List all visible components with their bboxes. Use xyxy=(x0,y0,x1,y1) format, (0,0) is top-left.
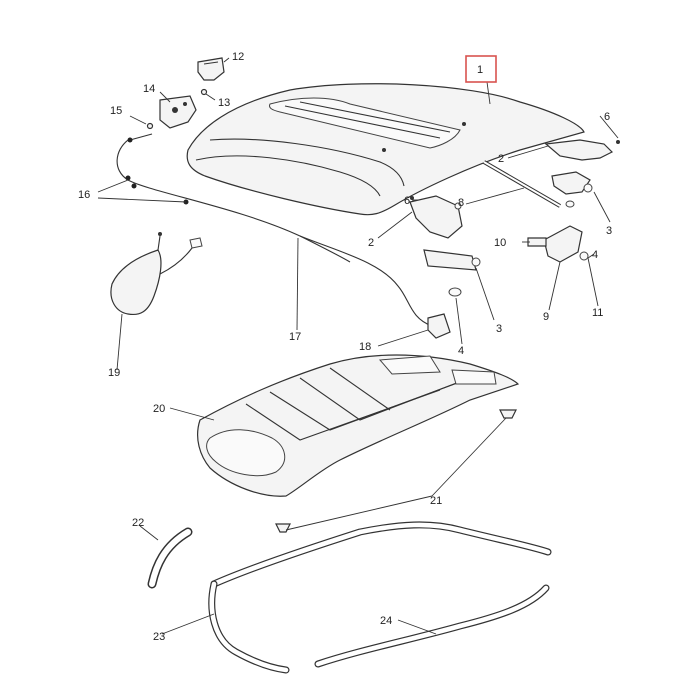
hood-hinge-lower xyxy=(409,195,463,239)
hood-panel xyxy=(186,83,585,216)
callout-4: 4 xyxy=(592,249,598,261)
insulator-pad xyxy=(110,232,203,316)
release-handle xyxy=(427,313,451,339)
callout-12: 12 xyxy=(232,51,244,63)
callout-15: 15 xyxy=(110,105,122,117)
callout-16: 16 xyxy=(78,189,90,201)
callout-10: 10 xyxy=(494,237,506,249)
callout-20: 20 xyxy=(153,403,165,415)
callout-6: 6 xyxy=(404,195,410,207)
callout-highlight-box xyxy=(465,55,497,83)
callout-13: 13 xyxy=(218,97,230,109)
callout-3: 3 xyxy=(496,323,502,335)
callout-18: 18 xyxy=(359,341,371,353)
hood-strut xyxy=(482,160,562,208)
callout-3: 3 xyxy=(606,225,612,237)
callout-6: 6 xyxy=(604,111,610,123)
push-pin-clip xyxy=(275,409,517,533)
callout-2: 2 xyxy=(368,237,374,249)
hinge-nut xyxy=(579,251,589,261)
seal-strip xyxy=(147,527,193,589)
callout-19: 19 xyxy=(108,367,120,379)
weatherstrip-rear xyxy=(314,584,550,668)
callout-24: 24 xyxy=(380,615,392,627)
hood-bumper-bracket xyxy=(197,57,225,81)
latch-screw xyxy=(146,122,154,130)
callout-22: 22 xyxy=(132,517,144,529)
callout-17: 17 xyxy=(289,331,301,343)
hood-release-cable xyxy=(116,133,433,327)
weatherstrip-front xyxy=(208,521,552,674)
leader-lines xyxy=(97,57,619,635)
callout-23: 23 xyxy=(153,631,165,643)
hinge-link xyxy=(543,225,583,263)
callout-1: 1 xyxy=(477,64,483,76)
callout-4: 4 xyxy=(458,345,464,357)
hinge-bolt xyxy=(527,237,547,247)
callout-8: 8 xyxy=(458,197,464,209)
callout-14: 14 xyxy=(143,83,155,95)
hood-insulator xyxy=(197,354,520,497)
callout-21: 21 xyxy=(430,495,442,507)
callout-11: 11 xyxy=(592,307,603,319)
washer xyxy=(448,200,575,297)
hinge-bracket xyxy=(423,249,481,271)
bracket-screw xyxy=(200,88,208,96)
hood-latch xyxy=(159,95,197,129)
hood-hinge-upper xyxy=(544,139,620,195)
callout-9: 9 xyxy=(543,311,549,323)
callout-2: 2 xyxy=(498,153,504,165)
cable-clip xyxy=(125,137,189,205)
